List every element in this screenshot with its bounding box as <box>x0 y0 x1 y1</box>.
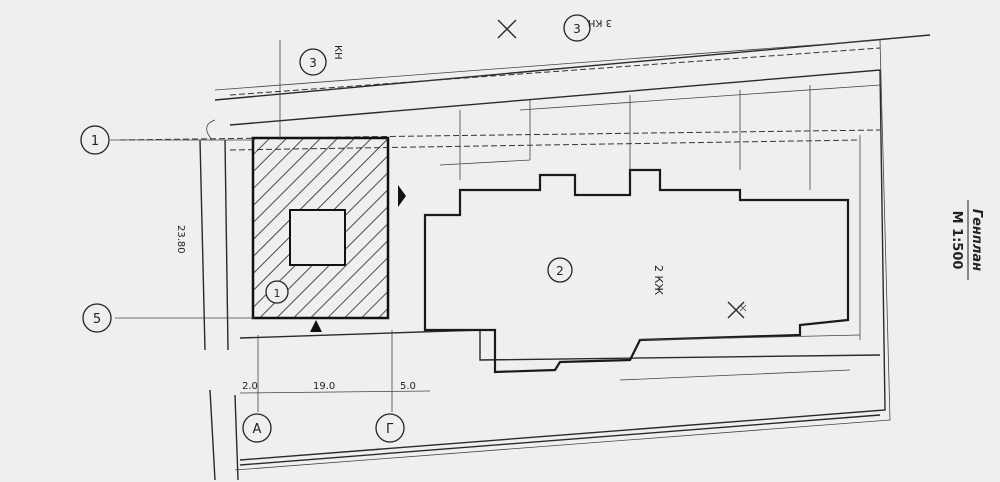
site-boundary <box>119 34 931 471</box>
main-building <box>423 84 881 381</box>
dimension-2-0: 2.0 <box>242 381 258 392</box>
x-marker <box>497 19 745 319</box>
plan-title: Генплан М 1:500 <box>949 200 984 280</box>
scale-text: М 1:500 <box>949 211 964 270</box>
dimension-19-0: 19.0 <box>313 381 335 392</box>
sidewalk <box>199 119 239 481</box>
building-number: 2 <box>556 264 564 278</box>
axis-bubble-5: 5 <box>82 303 112 333</box>
axis-label: 3 <box>573 22 581 36</box>
triangle-marker <box>398 185 406 207</box>
dimension-5-0: 5.0 <box>400 381 416 392</box>
axis-bubble-G: Г <box>375 413 405 443</box>
axis-bubble-3: 3 <box>299 48 327 76</box>
building-number: 1 <box>274 287 281 300</box>
axis-label: Г <box>386 422 394 437</box>
axis-bubble-top-3: 3 <box>563 14 591 42</box>
triangle-marker <box>310 320 322 332</box>
title-text: Генплан <box>969 209 984 271</box>
axis-label: 3 <box>309 56 317 70</box>
kn-label: КН <box>332 45 343 60</box>
main-building-label: 2 КЖ <box>652 265 665 295</box>
dimension-23-80: 23.80 <box>175 225 186 254</box>
axis-label: 5 <box>93 312 101 327</box>
dimension-line <box>239 390 431 394</box>
building-marker-1: 1 <box>265 280 289 304</box>
axis-bubble-1: 1 <box>80 125 110 155</box>
axis-bubble-A: А <box>242 413 272 443</box>
axis-lines <box>110 40 393 412</box>
axis-label: 1 <box>91 134 99 149</box>
building-marker-2: 2 <box>547 257 573 283</box>
axis-label: А <box>253 422 262 437</box>
top-label: 3 КН <box>588 17 612 28</box>
